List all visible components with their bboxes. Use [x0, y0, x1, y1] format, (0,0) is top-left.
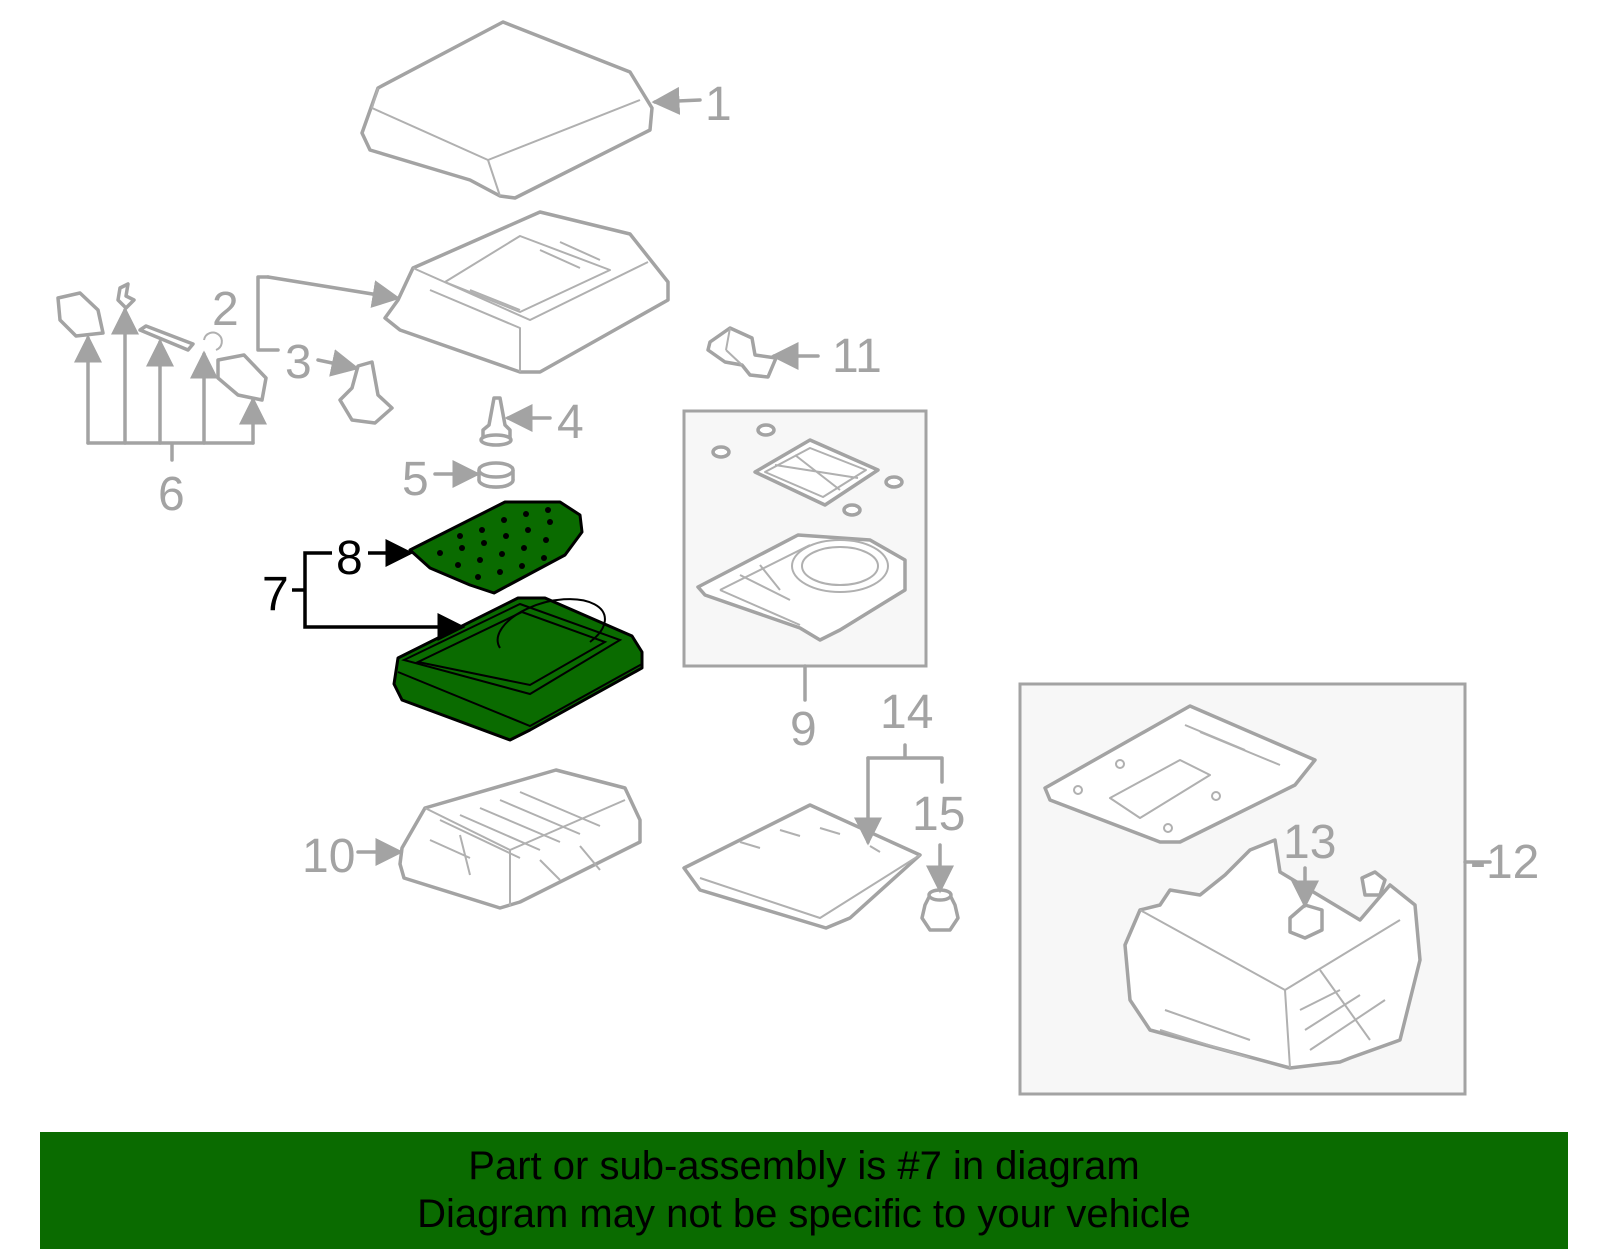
arrow-1 [651, 86, 702, 115]
callout-8: 8 [336, 532, 363, 585]
callout-1: 1 [705, 78, 732, 131]
info-banner: Part or sub-assembly is #7 in diagram Di… [40, 1132, 1568, 1249]
callout-13: 13 [1283, 816, 1336, 869]
callout-5: 5 [402, 453, 429, 506]
part-3-latch [338, 360, 394, 425]
leader-2 [256, 275, 280, 352]
part-2-lid-frame [383, 210, 670, 374]
callout-4: 4 [557, 396, 584, 449]
leader-14 [866, 743, 944, 784]
part-14-tray-mat [682, 803, 922, 930]
part-1-lid-cover [360, 20, 654, 200]
part-15-screw [920, 888, 960, 932]
banner-line-1: Part or sub-assembly is #7 in diagram [468, 1144, 1140, 1188]
arrow-2 [266, 275, 401, 308]
callout-15: 15 [912, 788, 965, 841]
arrow-3 [316, 349, 360, 377]
part-5-bumper [477, 461, 515, 489]
callout-11: 11 [832, 330, 882, 383]
part-4-push-pin [479, 396, 513, 447]
part-6-small-parts [56, 282, 268, 402]
callout-10: 10 [302, 830, 355, 883]
callout-12: -12 [1470, 836, 1539, 889]
part-7-armrest-pad [392, 596, 644, 742]
callout-2: 2 [212, 283, 239, 336]
pad-holes [437, 507, 553, 580]
callout-14: 14 [880, 686, 933, 739]
part-10-base-frame [398, 768, 642, 910]
leader-6 [86, 441, 255, 462]
banner-line-2: Diagram may not be specific to your vehi… [417, 1192, 1191, 1236]
part-11-clip [706, 326, 778, 379]
part-9-panel [682, 409, 928, 668]
part-8-pad [408, 500, 584, 595]
parts-diagram: 1 2 3 4 5 6 7 8 9 10 11 -12 13 14 15 [56, 20, 1539, 1096]
part-12-panel [1018, 682, 1467, 1096]
part-9-contents [696, 423, 907, 642]
callout-7: 7 [262, 568, 289, 621]
callout-3: 3 [285, 336, 312, 389]
part-12-contents [1043, 704, 1422, 1070]
callout-6: 6 [158, 468, 185, 521]
callout-9: 9 [790, 703, 817, 756]
